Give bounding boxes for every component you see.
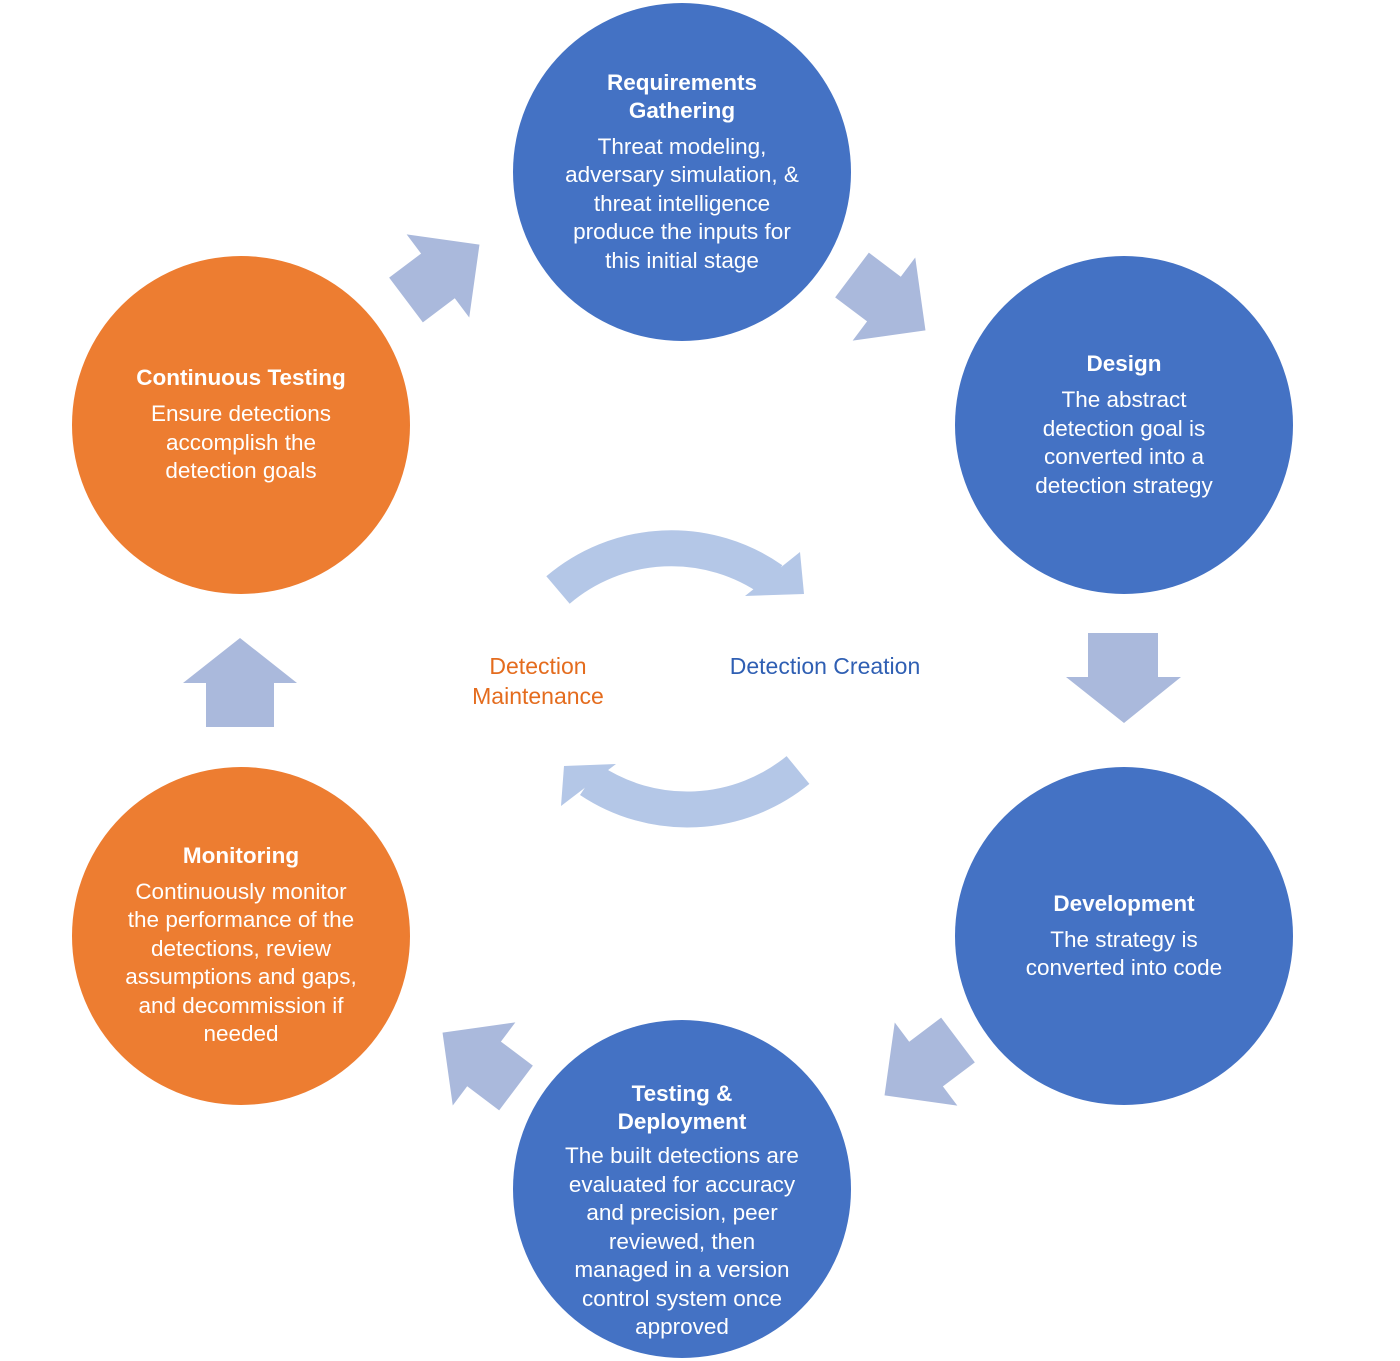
stage-title: Development <box>1053 890 1195 916</box>
stage-title: Design <box>1086 351 1162 376</box>
stage-design: Design The abstract detection goal is co… <box>955 256 1293 594</box>
stage-testing-deployment: Testing & Deployment The built detection… <box>513 1020 851 1358</box>
stage-description: The abstract detection goal is converted… <box>1035 387 1213 498</box>
arrow-design-to-development <box>1066 633 1181 723</box>
stage-description: Continuously monitor the performance of … <box>125 878 357 1047</box>
stage-description: The strategy is converted into code <box>1025 926 1223 981</box>
stage-title: Continuous Testing <box>136 365 346 391</box>
arrow-continuous-testing-to-requirements <box>389 234 480 323</box>
arrow-development-to-testing <box>884 1017 975 1106</box>
stage-description: Threat modeling, adversary simulation, &… <box>565 133 799 273</box>
arrow-monitoring-to-continuous-testing <box>183 638 297 727</box>
stage-title: Testing & Deployment <box>617 1081 747 1135</box>
stage-description: The built detections are evaluated for a… <box>565 1143 799 1340</box>
arrow-testing-to-monitoring <box>442 1022 533 1111</box>
stage-requirements-gathering: Requirements Gathering Threat modeling, … <box>513 3 851 341</box>
detection-maintenance-label: Detection Maintenance <box>472 653 604 709</box>
stage-title: Monitoring <box>182 842 300 868</box>
detection-creation-label: Detection Creation <box>729 653 921 679</box>
stage-development: Development The strategy is converted in… <box>955 767 1293 1105</box>
stage-title: Requirements Gathering <box>606 69 758 123</box>
cycle-arrow-top <box>546 530 804 604</box>
stage-monitoring: Monitoring Continuously monitor the perf… <box>72 767 410 1105</box>
stage-description: Ensure detections accomplish the detecti… <box>150 401 332 484</box>
cycle-arrow-bottom <box>561 755 810 828</box>
arrow-requirements-to-design <box>835 252 926 341</box>
stage-continuous-testing: Continuous Testing Ensure detections acc… <box>72 256 410 594</box>
